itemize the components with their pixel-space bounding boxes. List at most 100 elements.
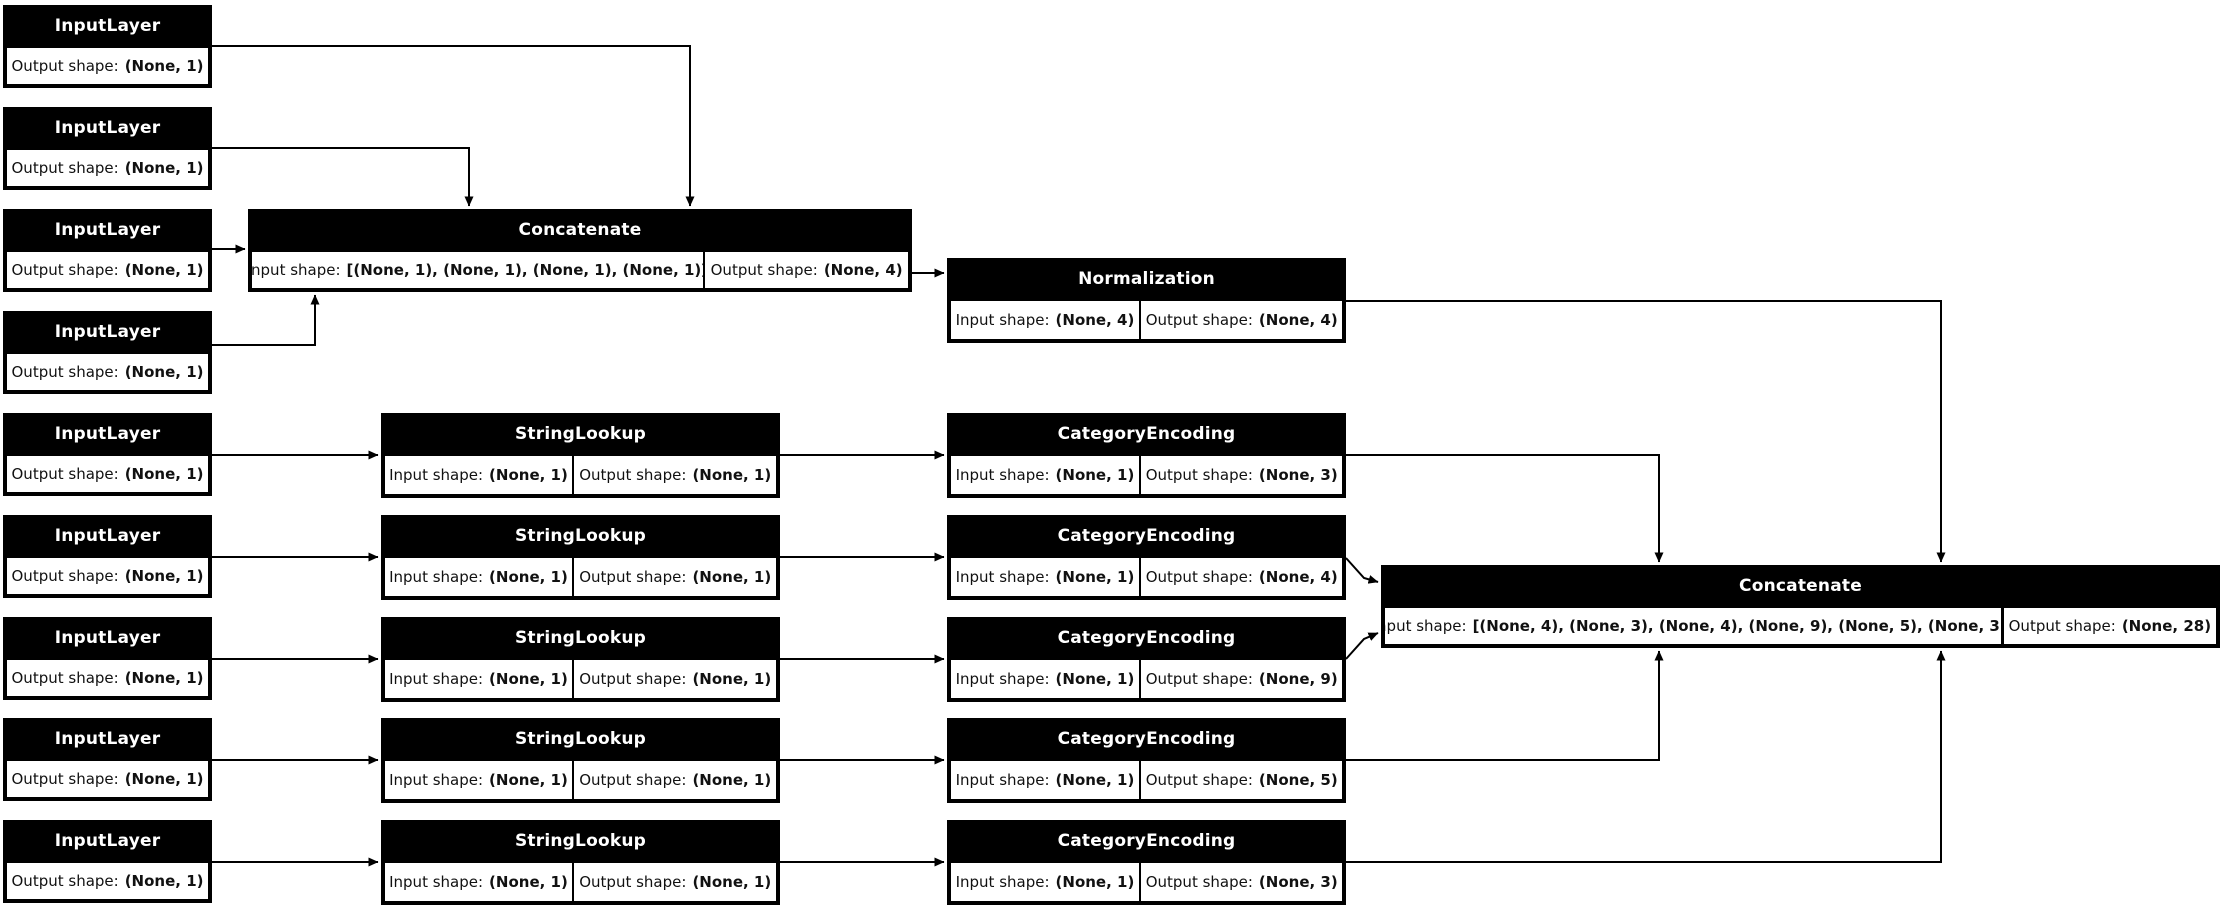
shape-value: (None, 3)	[1258, 465, 1338, 484]
layer-shape-row: Output shape: (None, 1)	[7, 659, 208, 696]
layer-shape-row: Input shape:(None, 1)Output shape:(None,…	[951, 760, 1342, 799]
input-shape-cell: Input shape:(None, 1)	[385, 760, 572, 799]
output-shape-cell: Output shape:(None, 1)	[7, 149, 208, 186]
layer-type-label: Concatenate	[1383, 567, 2218, 605]
layer-shape-row: Input shape:(None, 1)Output shape:(None,…	[951, 659, 1342, 698]
layer-type-label: CategoryEncoding	[949, 822, 1344, 860]
edge-normalization-to-concatenate_2	[1346, 300, 1946, 563]
layer-shape-row: Output shape:(None, 1)	[7, 47, 208, 84]
shape-prefix-label: Input shape:	[389, 872, 484, 891]
shape-prefix-label: Output shape:	[579, 465, 687, 484]
input-shape-cell: Input shape:(None, 4)	[951, 300, 1139, 339]
shape-value: (None, 4)	[1258, 567, 1338, 586]
output-shape-cell: Output shape:(None, 28)	[2003, 607, 2216, 644]
output-shape-cell: Output shape:(None, 4)	[1141, 300, 1342, 339]
input-shape-cell: Input shape:(None, 1)	[385, 862, 572, 901]
shape-value: (None, 1)	[124, 566, 204, 585]
edge-category_encoding_2-to-concatenate_2	[1345, 557, 1379, 584]
shape-prefix-label: Output shape:	[11, 566, 119, 585]
layer-shape-row: Input shape:(None, 4)Output shape:(None,…	[951, 300, 1342, 339]
layer-type-label: InputLayer	[5, 517, 210, 555]
shape-prefix-label: Input shape:	[389, 567, 484, 586]
shape-prefix-label: Output shape:	[11, 56, 119, 75]
edge-input_layer_4-to-concatenate_1	[212, 294, 320, 346]
output-shape-cell: Output shape:(None, 4)	[705, 251, 908, 288]
shape-prefix-label: Output shape:	[1145, 770, 1253, 789]
layer-shape-row: Input shape: [(None, 1), (None, 1), (None…	[252, 251, 908, 288]
layer-shape-row: Output shape:(None, 1)	[7, 455, 208, 492]
shape-value: (None, 1)	[124, 260, 204, 279]
shape-value: (None, 1)	[1055, 567, 1135, 586]
input-shape-cell: Input shape: [(None, 1), (None, 1), (None…	[252, 251, 703, 288]
layer-shape-row: Input shape:[(None, 4), (None, 3), (None…	[1385, 607, 2216, 644]
layer-type-label: CategoryEncoding	[949, 415, 1344, 453]
input-shape-cell: Input shape:[(None, 4), (None, 3), (None…	[1385, 607, 2002, 644]
shape-prefix-label: Input shape:	[252, 260, 341, 279]
layer-type-label: InputLayer	[5, 109, 210, 147]
layer-type-label: InputLayer	[5, 619, 210, 657]
layer-shape-row: Output shape:(None, 1)	[7, 353, 208, 390]
shape-value: (None, 1)	[124, 668, 204, 687]
layer-shape-row: Output shape: (None, 1)	[7, 862, 208, 899]
shape-prefix-label: Input shape:	[955, 567, 1050, 586]
output-shape-cell: Output shape:(None, 1)	[7, 47, 208, 84]
shape-prefix-label: Input shape:	[955, 465, 1050, 484]
output-shape-cell: Output shape: (None, 1)	[7, 557, 208, 594]
layer-type-label: Normalization	[949, 260, 1344, 298]
shape-prefix-label: Output shape:	[11, 464, 119, 483]
shape-prefix-label: Output shape:	[1145, 567, 1253, 586]
edge-input_layer_2-to-concatenate_1	[212, 147, 474, 207]
shape-value: (None, 1)	[124, 769, 204, 788]
shape-prefix-label: Input shape:	[955, 872, 1050, 891]
shape-prefix-label: Output shape:	[11, 668, 119, 687]
shape-prefix-label: Input shape:	[955, 770, 1050, 789]
layer-type-label: InputLayer	[5, 720, 210, 758]
output-shape-cell: Output shape:(None, 1)	[574, 557, 776, 596]
shape-prefix-label: Output shape:	[579, 669, 687, 688]
shape-prefix-label: Output shape:	[710, 260, 818, 279]
shape-prefix-label: Output shape:	[579, 872, 687, 891]
layer-shape-row: Output shape:(None, 1)	[7, 760, 208, 797]
shape-value: (None, 1)	[489, 465, 568, 484]
shape-prefix-label: Output shape:	[11, 871, 119, 890]
output-shape-cell: Output shape:(None, 1)	[7, 251, 208, 288]
shape-value: (None, 4)	[1258, 310, 1338, 329]
shape-value: (None, 1)	[692, 669, 772, 688]
layer-shape-row: Output shape:(None, 1)	[7, 149, 208, 186]
layer-type-label: InputLayer	[5, 7, 210, 45]
edge-category_encoding_1-to-concatenate_2	[1346, 454, 1664, 563]
layer-type-label: StringLookup	[383, 517, 778, 555]
layer-shape-row: Input shape:(None, 1)Output shape:(None,…	[385, 455, 776, 494]
edge-category_encoding_3-to-concatenate_2	[1345, 632, 1379, 660]
layer-type-label: InputLayer	[5, 822, 210, 860]
input-shape-cell: Input shape: (None, 1)	[951, 862, 1139, 901]
input-shape-cell: Input shape: (None, 1)	[951, 557, 1139, 596]
shape-prefix-label: Input shape:	[955, 669, 1050, 688]
shape-value: (None, 1)	[1055, 669, 1135, 688]
shape-value: (None, 1)	[692, 770, 772, 789]
shape-value: (None, 1)	[489, 770, 568, 789]
layer-shape-row: Output shape: (None, 1)	[7, 557, 208, 594]
shape-prefix-label: Output shape:	[2008, 616, 2116, 635]
input-shape-cell: Input shape: (None, 1)	[951, 659, 1139, 698]
shape-value: (None, 9)	[1258, 669, 1338, 688]
shape-value: (None, 1)	[692, 465, 772, 484]
shape-value: [(None, 1), (None, 1), (None, 1), (None,…	[346, 260, 703, 279]
layer-type-label: StringLookup	[383, 415, 778, 453]
layer-type-label: StringLookup	[383, 720, 778, 758]
shape-value: (None, 1)	[1055, 872, 1135, 891]
shape-value: [(None, 4), (None, 3), (None, 4), (None,…	[1472, 616, 2002, 635]
shape-value: (None, 1)	[124, 871, 204, 890]
output-shape-cell: Output shape:(None, 1)	[7, 455, 208, 492]
shape-prefix-label: Output shape:	[579, 770, 687, 789]
